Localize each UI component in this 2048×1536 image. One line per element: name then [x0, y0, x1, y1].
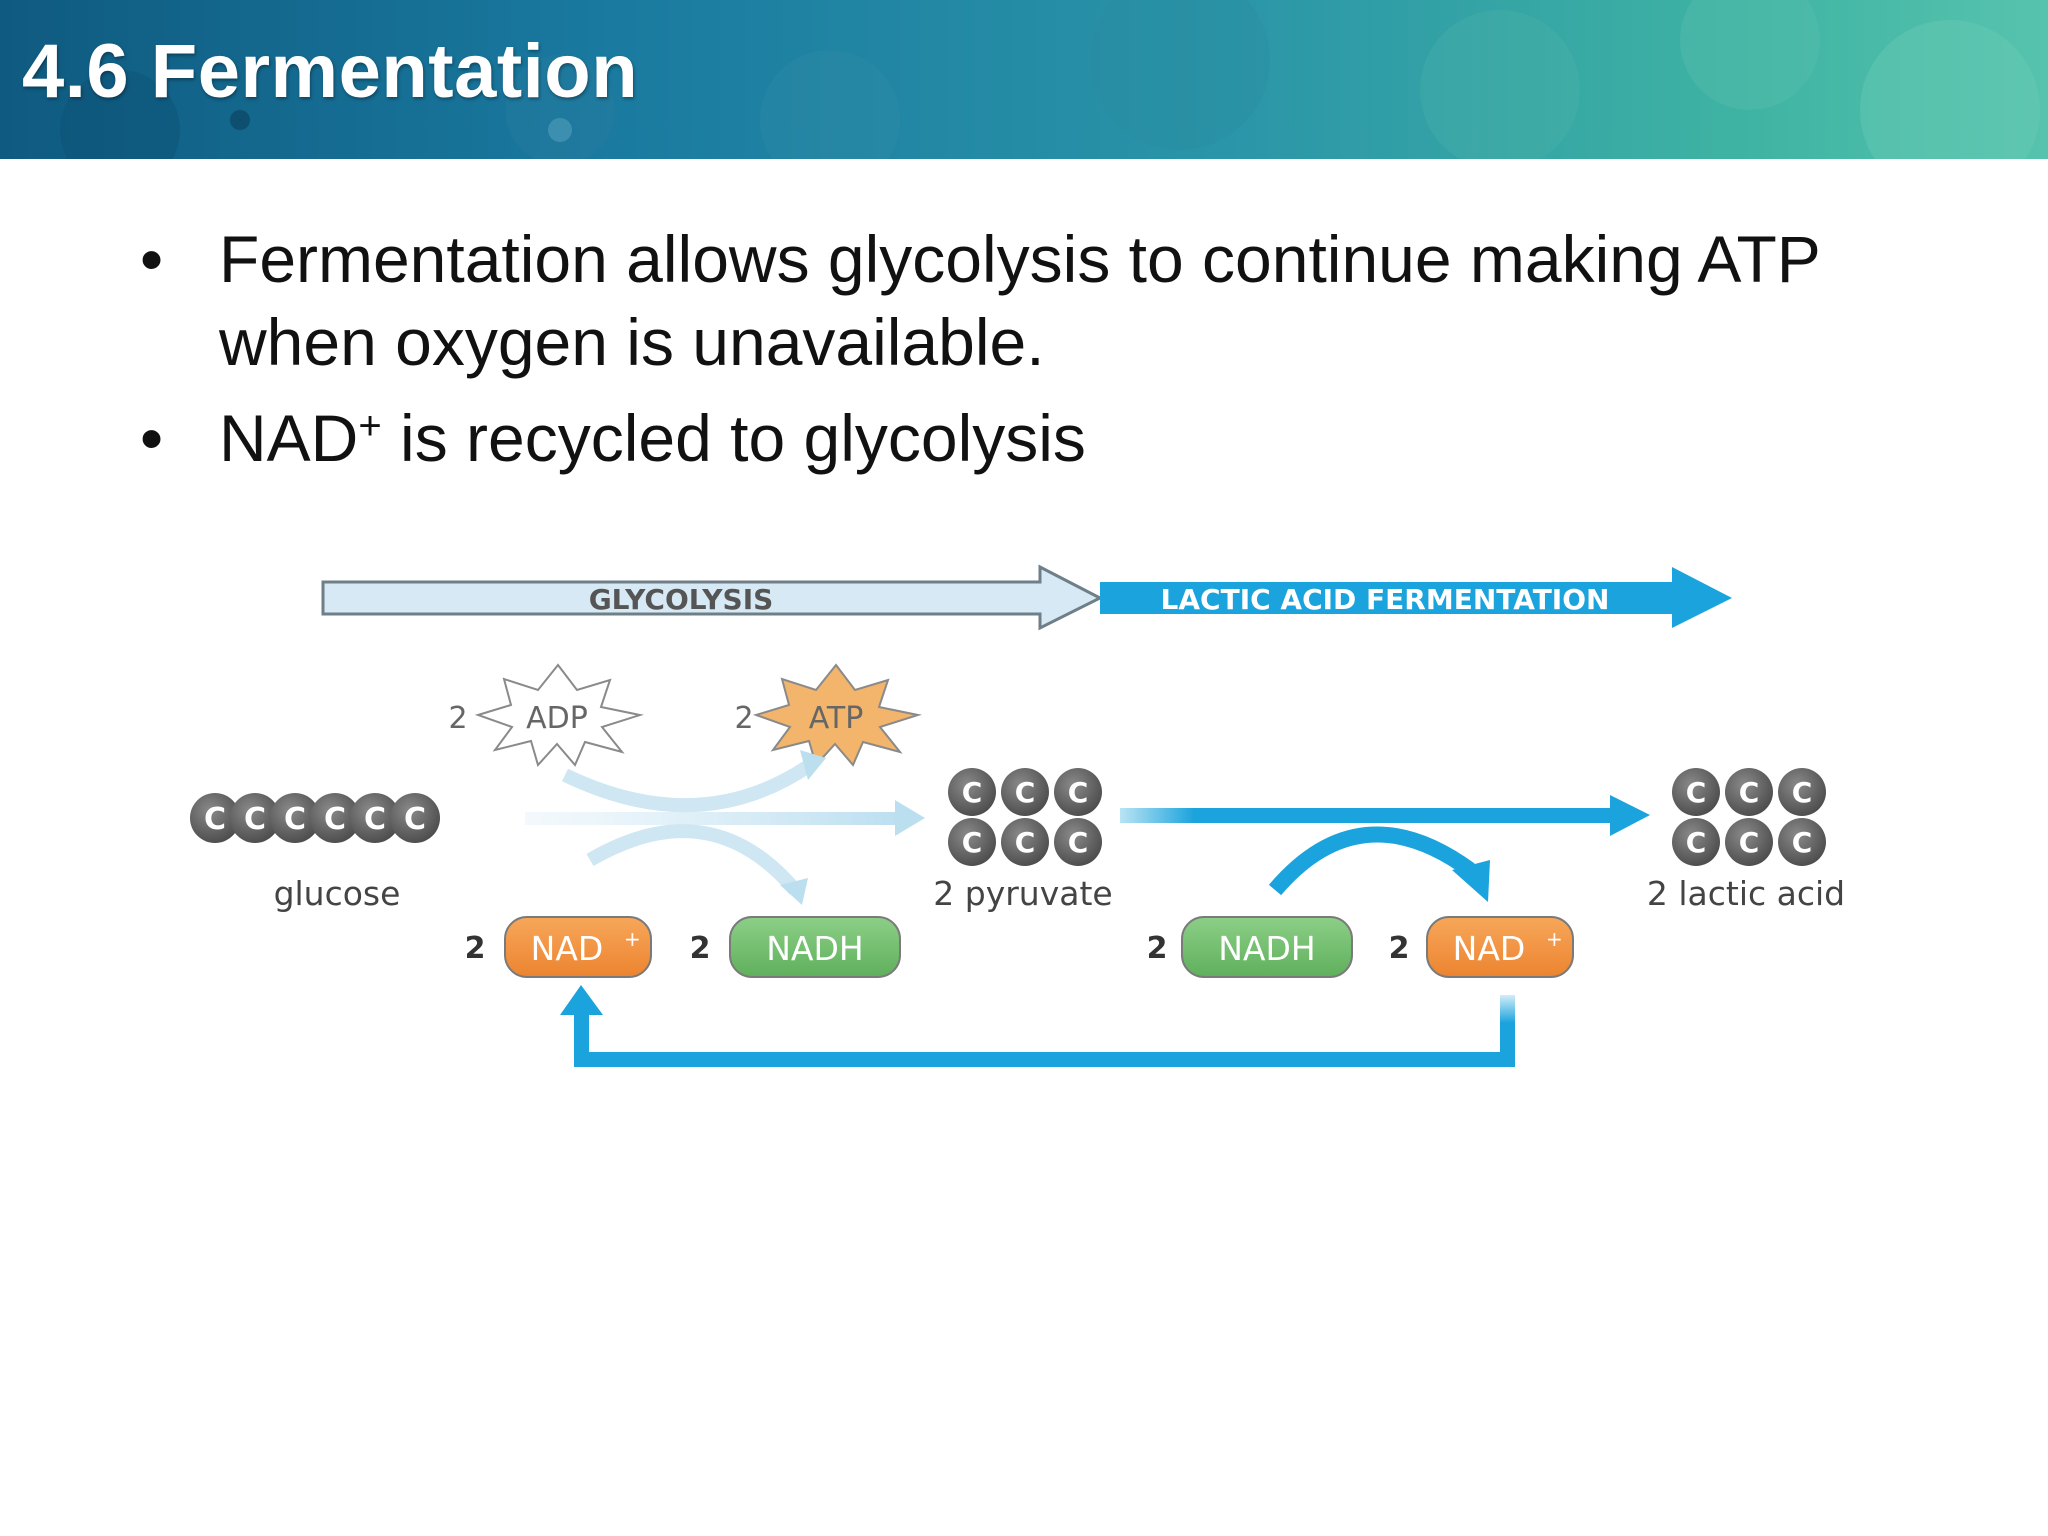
glucose-label: glucose — [274, 874, 401, 913]
carbon-atom: C — [948, 768, 996, 816]
fermentation-stage-arrow: LACTIC ACID FERMENTATION — [1100, 567, 1732, 628]
carbon-atom: C — [1725, 818, 1773, 866]
nad-to-nadh-arrow — [586, 824, 801, 895]
carbon-atom: C — [1054, 818, 1102, 866]
svg-text:C: C — [1792, 776, 1813, 809]
carbon-atom: C — [1725, 768, 1773, 816]
svg-text:C: C — [962, 826, 983, 859]
carbon-atom: C — [1054, 768, 1102, 816]
nad-superscript: + — [1546, 927, 1563, 951]
svg-text:C: C — [404, 802, 426, 837]
nadh-count: 2 — [1147, 931, 1168, 966]
nad-label: NAD — [1453, 929, 1526, 968]
nad-plus-glycolysis: 2 NAD + — [465, 916, 652, 978]
carbon-atom: C — [1672, 768, 1720, 816]
atp-star: 2 ATP — [734, 663, 922, 767]
slide-header: 4.6 Fermentation — [0, 0, 2048, 159]
carbon-atom: C — [310, 793, 360, 843]
pyruvate-carbons: C C C C C C — [948, 768, 1102, 866]
adp-to-atp-arrow — [561, 759, 814, 813]
nad-recycle-arrow — [560, 985, 1515, 1067]
carbon-atom: C — [350, 793, 400, 843]
svg-text:C: C — [1015, 826, 1036, 859]
pyruvate-label: 2 pyruvate — [933, 874, 1112, 913]
svg-text:C: C — [204, 802, 226, 837]
svg-text:C: C — [1739, 776, 1760, 809]
carbon-atom: C — [270, 793, 320, 843]
nad-label: NAD — [531, 929, 604, 968]
glycolysis-label: GLYCOLYSIS — [589, 583, 774, 616]
svg-text:C: C — [364, 802, 386, 837]
bullet-item: • NAD+ is recycled to glycolysis — [140, 397, 1960, 480]
bullet-text: Fermentation allows glycolysis to contin… — [219, 222, 1820, 379]
carbon-atom: C — [1001, 818, 1049, 866]
adp-count: 2 — [448, 701, 467, 736]
svg-text:C: C — [284, 802, 306, 837]
adp-label: ADP — [526, 701, 588, 736]
nadh-to-nad-arrow — [1268, 826, 1475, 896]
bullet-text: NAD+ is recycled to glycolysis — [219, 401, 1086, 475]
glucose-to-pyruvate-arrowhead — [895, 800, 925, 836]
svg-text:C: C — [1686, 826, 1707, 859]
pyruvate-to-lactic-arrowhead — [1610, 795, 1650, 836]
glucose-to-pyruvate-arrow — [525, 812, 900, 825]
bullet-item: • Fermentation allows glycolysis to cont… — [140, 218, 1960, 384]
nad-to-nadh-arrowhead — [780, 878, 808, 905]
svg-text:C: C — [244, 802, 266, 837]
nad-plus-fermentation: 2 NAD + — [1389, 916, 1574, 978]
svg-text:C: C — [1068, 776, 1089, 809]
carbon-atom: C — [1672, 818, 1720, 866]
nadh-to-nad-arrowhead — [1452, 860, 1490, 902]
adp-star: 2 ADP — [448, 663, 644, 767]
lactic-acid-carbons: C C C C C C — [1672, 768, 1826, 866]
atp-count: 2 — [734, 701, 753, 736]
adp-to-atp-arrowhead — [800, 750, 826, 780]
nadh-label: NADH — [1218, 929, 1316, 968]
glycolysis-stage-arrow: GLYCOLYSIS — [321, 564, 1104, 631]
svg-text:C: C — [1739, 826, 1760, 859]
glucose-carbons: C C C C C C — [190, 793, 440, 843]
carbon-atom: C — [190, 793, 240, 843]
slide-title: 4.6 Fermentation — [22, 29, 639, 114]
nad-superscript: + — [624, 927, 641, 951]
svg-text:C: C — [324, 802, 346, 837]
svg-text:C: C — [1792, 826, 1813, 859]
atp-label: ATP — [809, 701, 864, 736]
header-background-texture — [60, 0, 2040, 159]
nadh-glycolysis: 2 NADH — [690, 916, 901, 978]
svg-text:C: C — [1015, 776, 1036, 809]
svg-text:C: C — [962, 776, 983, 809]
carbon-atom: C — [1778, 818, 1826, 866]
carbon-atom: C — [1001, 768, 1049, 816]
fermentation-label: LACTIC ACID FERMENTATION — [1161, 583, 1610, 616]
carbon-atom: C — [230, 793, 280, 843]
carbon-atom: C — [1778, 768, 1826, 816]
pyruvate-to-lactic-arrow — [1120, 808, 1618, 823]
nad-count: 2 — [1389, 931, 1410, 966]
bullet-marker: • — [140, 222, 164, 296]
svg-text:C: C — [1686, 776, 1707, 809]
carbon-atom: C — [390, 793, 440, 843]
nadh-fermentation: 2 NADH — [1147, 916, 1353, 978]
bullet-marker: • — [140, 401, 164, 475]
carbon-atom: C — [948, 818, 996, 866]
lactic-acid-label: 2 lactic acid — [1647, 874, 1845, 913]
svg-text:C: C — [1068, 826, 1089, 859]
nad-count: 2 — [465, 931, 486, 966]
bullet-list: • Fermentation allows glycolysis to cont… — [140, 218, 1960, 493]
nadh-count: 2 — [690, 931, 711, 966]
nadh-label: NADH — [766, 929, 864, 968]
